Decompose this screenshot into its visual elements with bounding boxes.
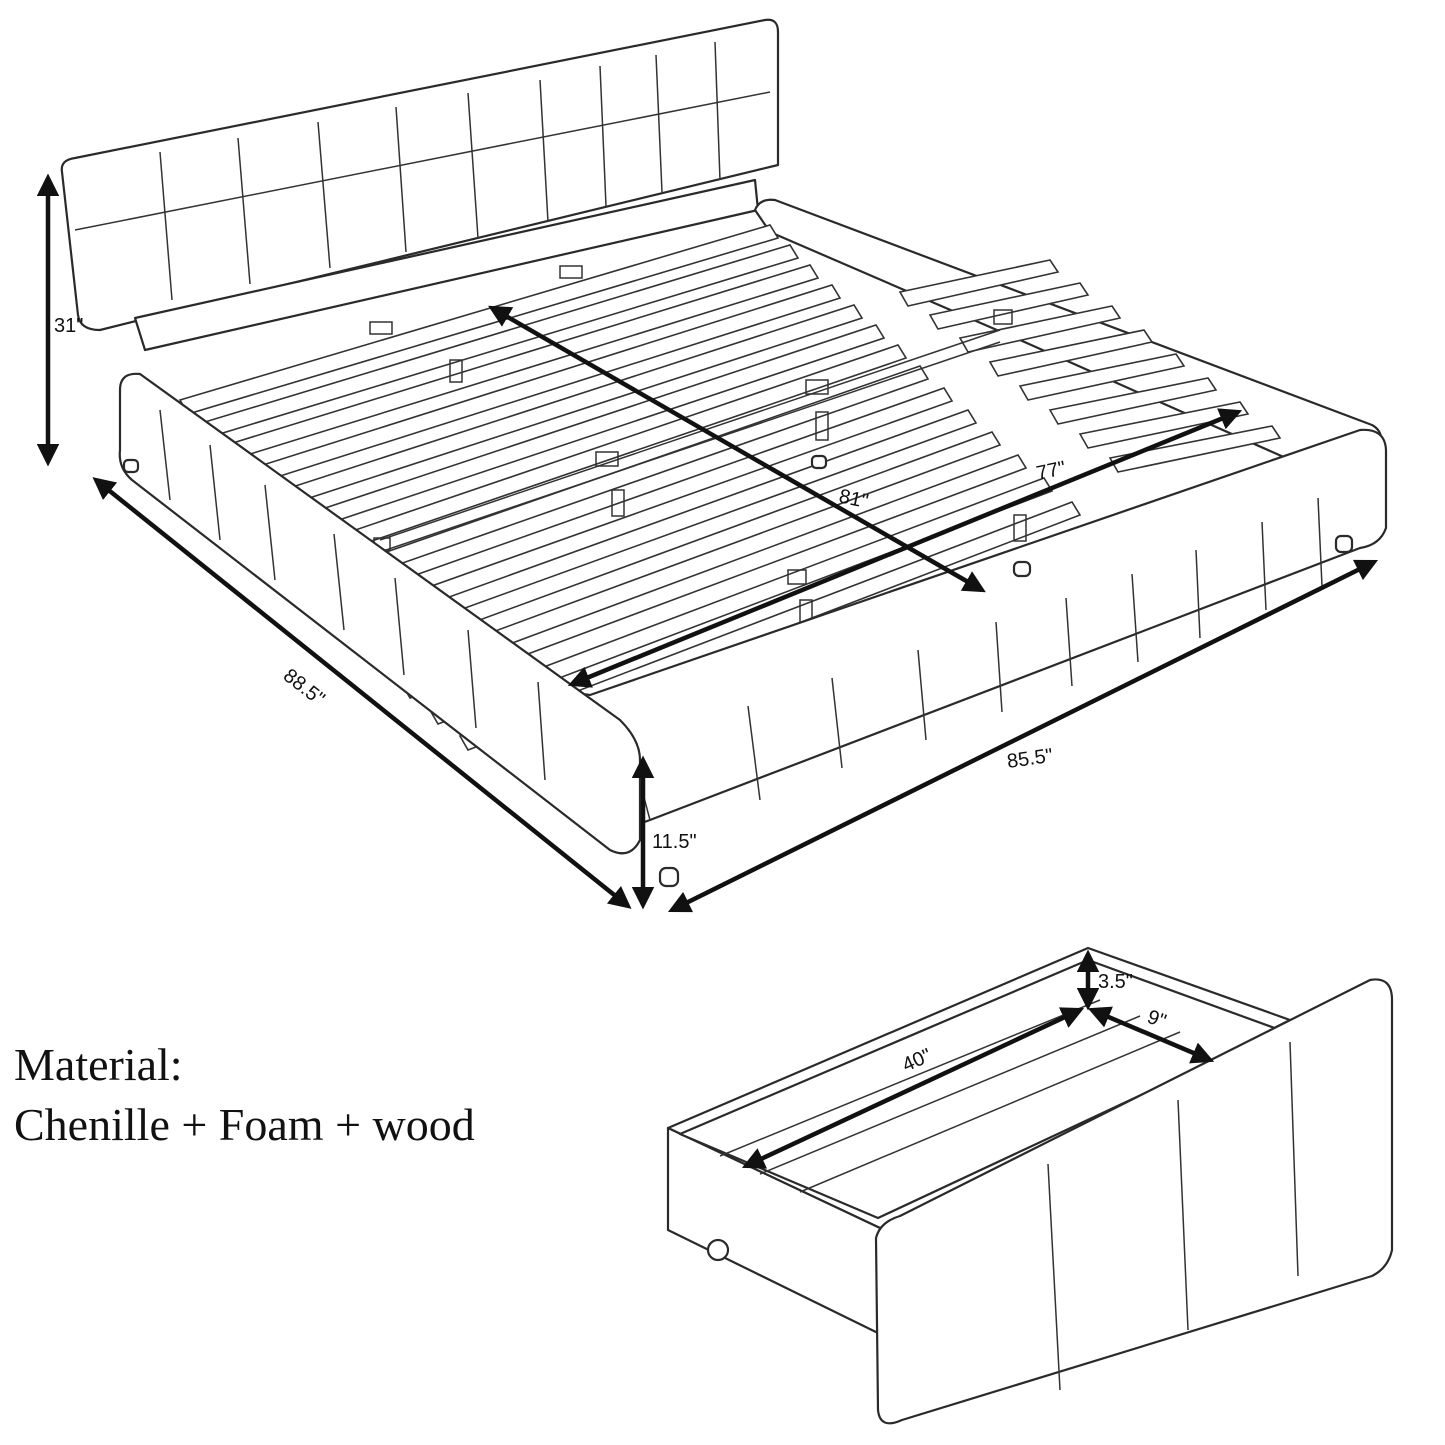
- material-block: Material: Chenille + Foam + wood: [14, 1039, 475, 1150]
- material-label: Material:: [14, 1039, 183, 1090]
- headboard: [60, 18, 780, 332]
- bed-length-label: 88.5": [279, 665, 329, 711]
- headboard-tufting: [74, 41, 771, 301]
- mattress-width-dimension: 77": [567, 408, 1243, 688]
- drawer-caster: [706, 1238, 730, 1262]
- headboard-height-dimension: 31": [36, 173, 83, 467]
- headboard-height-label: 31": [54, 315, 83, 337]
- material-value: Chenille + Foam + wood: [14, 1099, 475, 1150]
- side-height-dimension: 11.5": [631, 755, 697, 910]
- drawer-height-label: 3.5": [1098, 971, 1133, 993]
- drawer-front-panel: [874, 978, 1394, 1425]
- side-height-label: 11.5": [652, 831, 697, 853]
- drawer-height-dimension: 3.5": [1076, 949, 1133, 1011]
- bed-width-label: 85.5": [1006, 745, 1055, 773]
- drawer-illustration: [666, 946, 1394, 1425]
- mattress-width-label: 77": [1034, 457, 1067, 485]
- drawer-front-tufting: [1047, 1041, 1299, 1391]
- bed-illustration: [60, 18, 1388, 888]
